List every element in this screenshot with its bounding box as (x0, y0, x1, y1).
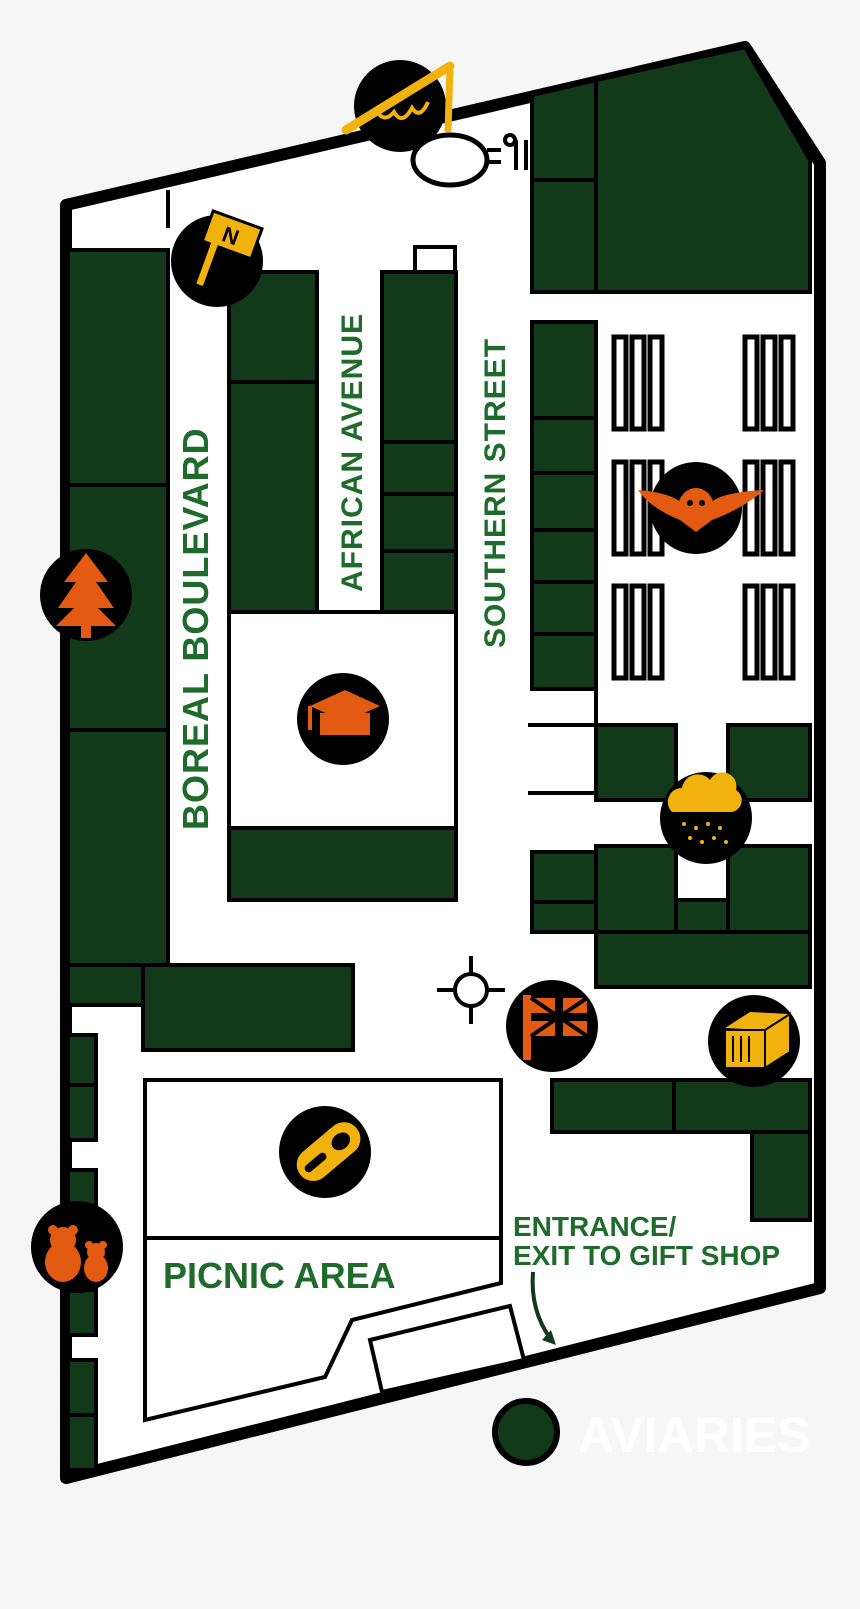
enclosure (550, 1078, 676, 1134)
enclosure (530, 416, 598, 475)
enclosure (66, 1288, 98, 1337)
enclosure (380, 549, 458, 614)
enclosure (227, 380, 319, 614)
enclosure (227, 826, 458, 902)
entrance-label-line1: ENTRANCE/ (513, 1211, 677, 1242)
enclosure (66, 1083, 98, 1142)
picnic-area-label: PICNIC AREA (163, 1255, 396, 1296)
enclosure (380, 270, 458, 444)
rain-cloud-icon[interactable] (660, 772, 752, 864)
enclosure (594, 44, 812, 294)
enclosure (530, 900, 598, 934)
enclosure (530, 632, 598, 691)
legend-aviaries: AVIARIES (492, 1398, 810, 1466)
street-label-boreal: BOREAL BOULEVARD (175, 427, 216, 830)
legend-swatch (492, 1398, 560, 1466)
enclosure (530, 580, 598, 636)
enclosure (672, 1078, 812, 1134)
animal-outline-icon (410, 132, 517, 188)
enclosure (674, 898, 730, 934)
enclosure (530, 471, 598, 532)
entrance-label-line2: EXIT TO GIFT SHOP (513, 1240, 780, 1271)
enclosure (594, 723, 678, 802)
enclosure (380, 440, 458, 496)
bear-family-icon[interactable] (31, 1201, 123, 1293)
enclosure (530, 850, 598, 904)
enclosure (141, 963, 355, 1052)
storage-box-icon[interactable] (708, 995, 800, 1087)
enclosure (594, 930, 812, 989)
uk-flag-icon[interactable] (506, 980, 598, 1072)
pine-tree-icon[interactable] (40, 549, 132, 641)
enclosure (530, 528, 598, 584)
enclosure (530, 77, 598, 294)
you-are-here-icon (437, 956, 505, 1024)
enclosure (530, 320, 598, 420)
enclosure (750, 1130, 812, 1222)
enclosure (66, 248, 170, 487)
legend-label-aviaries: AVIARIES (578, 1407, 810, 1463)
north-sign-icon[interactable]: N (171, 209, 264, 307)
entrance-arrow-head (542, 1330, 556, 1345)
footprint-shoe-icon[interactable] (279, 1106, 371, 1198)
enclosure (380, 492, 458, 553)
enclosure (66, 963, 145, 1007)
owl-icon[interactable] (638, 462, 764, 554)
enclosure (66, 1033, 98, 1087)
enclosure (726, 844, 812, 934)
enclosure (66, 1358, 98, 1417)
enclosure (66, 728, 170, 967)
aviary-cages (611, 334, 796, 681)
entrance-arrow (530, 1271, 552, 1340)
street-label-southern: SOUTHERN STREET (479, 338, 512, 648)
street-label-african: AFRICAN AVENUE (336, 313, 369, 592)
education-cap-icon[interactable] (297, 673, 389, 765)
enclosure (66, 1413, 98, 1472)
enclosure (726, 723, 812, 802)
enclosure (594, 844, 678, 934)
swing-ride-icon[interactable] (341, 60, 455, 152)
